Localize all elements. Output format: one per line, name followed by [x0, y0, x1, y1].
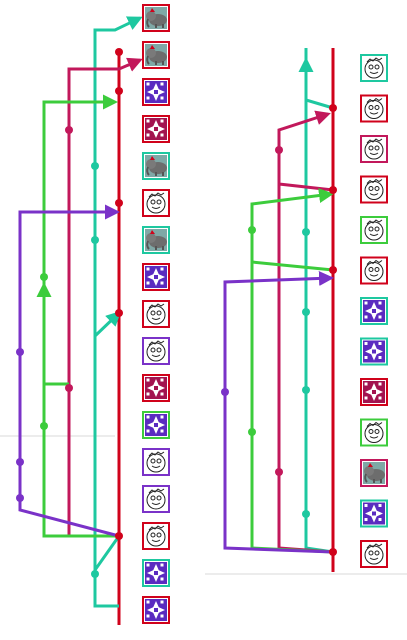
thumbnail-cartoon-face-icon	[360, 256, 388, 285]
red-commit-node	[115, 48, 123, 56]
magenta-branch-line	[277, 160, 334, 192]
thumbnail-cartoon-face-icon	[142, 337, 170, 365]
magenta-commit-node	[275, 468, 283, 476]
thumbnail-elephant-icon	[142, 226, 170, 254]
magenta-commit-node	[275, 146, 283, 154]
red-commit-node	[115, 199, 123, 207]
panel-dividers	[0, 435, 407, 575]
green-commit-node	[248, 226, 256, 234]
thumbnail-purple-snowflake-pattern-icon	[360, 297, 388, 325]
purple-branch-line	[18, 204, 120, 538]
purple-commit-node	[16, 494, 24, 502]
magenta-commit-node	[65, 384, 73, 392]
teal-commit-node	[302, 228, 310, 236]
thumbnail-elephant-icon	[360, 459, 388, 487]
magenta-branch-line	[67, 57, 143, 538]
teal-commit-node	[302, 386, 310, 394]
thumbnail-purple-snowflake-pattern-icon	[142, 411, 170, 439]
green-commit-node	[40, 273, 48, 281]
right-commit-graph	[221, 48, 337, 572]
teal-commit-node	[302, 63, 310, 71]
red-commit-node	[329, 548, 337, 556]
purple-branch-line	[223, 270, 334, 554]
red-commit-node	[329, 186, 337, 194]
red-commit-node	[329, 266, 337, 274]
thumbnail-purple-snowflake-pattern-icon	[142, 596, 170, 624]
thumbnail-cartoon-face-icon	[142, 522, 170, 550]
purple-commit-node	[16, 458, 24, 466]
thumbnail-cartoon-face-icon	[360, 175, 388, 204]
teal-branch-line	[93, 535, 121, 608]
thumbnail-cartoon-face-icon	[142, 485, 170, 513]
thumbnail-purple-snowflake-pattern-icon	[360, 499, 388, 528]
teal-commit-node	[302, 308, 310, 316]
left-thumbnail-column	[142, 4, 170, 624]
teal-commit-node	[302, 510, 310, 518]
thumbnail-cartoon-face-icon	[360, 216, 388, 244]
thumbnail-magenta-snowflake-pattern-icon	[142, 115, 170, 143]
red-commit-node	[115, 309, 123, 317]
purple-commit-node	[221, 388, 229, 396]
green-branch-line	[42, 94, 119, 538]
green-branch-line	[251, 260, 334, 272]
green-commit-node	[248, 428, 256, 436]
green-commit-node	[40, 422, 48, 430]
teal-branch-line	[304, 66, 334, 554]
thumbnail-purple-snowflake-pattern-icon	[142, 263, 170, 291]
thumbnail-cartoon-face-icon	[360, 418, 388, 447]
teal-commit-node	[91, 570, 99, 578]
teal-commit-node	[91, 236, 99, 244]
thumbnail-purple-snowflake-pattern-icon	[142, 559, 170, 587]
thumbnail-cartoon-face-icon	[360, 54, 388, 82]
thumbnail-cartoon-face-icon	[142, 189, 170, 217]
thumbnail-elephant-icon	[142, 4, 170, 32]
thumbnail-cartoon-face-icon	[360, 540, 388, 568]
thumbnail-purple-snowflake-pattern-icon	[360, 337, 388, 366]
thumbnail-elephant-icon	[142, 152, 170, 180]
thumbnail-purple-snowflake-pattern-icon	[142, 78, 170, 106]
thumbnail-magenta-snowflake-pattern-icon	[142, 374, 170, 402]
thumbnail-elephant-icon	[142, 41, 170, 69]
thumbnail-cartoon-face-icon	[360, 94, 388, 123]
purple-commit-node	[16, 348, 24, 356]
red-commit-node	[115, 532, 123, 540]
red-commit-node	[115, 87, 123, 95]
teal-commit-node	[91, 162, 99, 170]
magenta-commit-node	[65, 126, 73, 134]
teal-branch-line	[93, 310, 122, 338]
thumbnail-cartoon-face-icon	[142, 300, 170, 328]
right-thumbnail-column	[360, 54, 388, 568]
thumbnail-cartoon-face-icon	[360, 135, 388, 163]
thumbnail-cartoon-face-icon	[142, 448, 170, 476]
thumbnail-magenta-snowflake-pattern-icon	[360, 378, 388, 406]
left-commit-graph	[16, 16, 143, 625]
teal-branch-line	[304, 48, 334, 110]
teal-branch-line	[93, 16, 143, 570]
red-commit-node	[329, 104, 337, 112]
green-branch-line	[250, 188, 334, 554]
